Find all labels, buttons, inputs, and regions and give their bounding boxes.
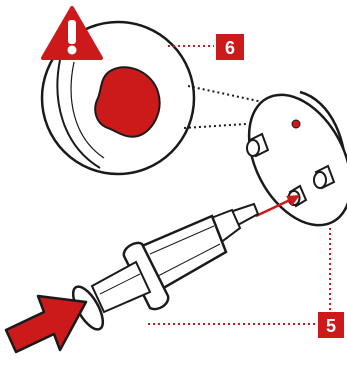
zoom-line-bottom [183, 123, 247, 129]
thermal-paste-blob [94, 66, 161, 138]
pointer-arrow-icon [4, 294, 88, 354]
paste-dot [291, 119, 301, 129]
magnifier-plate-edge [56, 59, 101, 169]
magnifier-plate-edge-inner [70, 61, 105, 159]
mounting-pin-left [246, 132, 270, 158]
thermal-paste-syringe [71, 202, 260, 331]
mounting-pin-right [313, 164, 336, 190]
warning-triangle-icon [41, 6, 103, 60]
cooler-base-plate [246, 90, 347, 227]
step-badge-5: 5 [318, 312, 344, 338]
zoom-line-top [187, 85, 273, 105]
step-badge-6-label: 6 [225, 38, 235, 58]
syringe-plunger-rod [90, 260, 152, 314]
syringe-flange [122, 241, 170, 311]
apply-direction-arrow [255, 195, 300, 218]
step-badge-5-label: 5 [326, 316, 336, 336]
step-badge-6: 6 [216, 34, 244, 60]
